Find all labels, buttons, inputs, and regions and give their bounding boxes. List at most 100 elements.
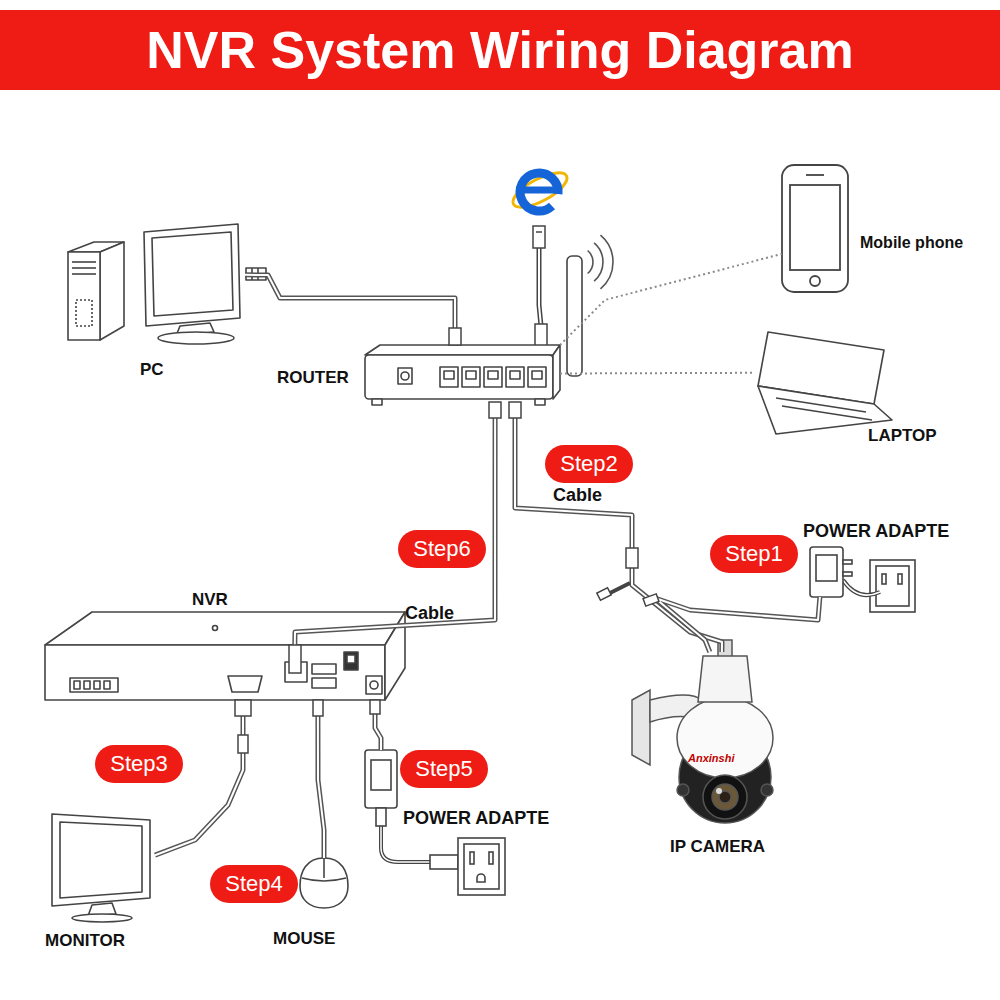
- power-adapter-illustration: [464, 844, 499, 889]
- power-adapter-illustration: [876, 566, 909, 606]
- step-badge: Step6: [398, 530, 486, 568]
- device-label: POWER ADAPTE: [803, 521, 949, 542]
- nvr-illustration: [312, 678, 336, 688]
- phone-illustration: [782, 165, 848, 292]
- wireless-link: [560, 372, 755, 374]
- internet-cable: [539, 248, 541, 326]
- device-node: PC: [62, 222, 245, 342]
- router-illustration: [372, 399, 382, 405]
- wireless-waves: [588, 235, 613, 289]
- power-adapter-illustration: [381, 826, 430, 862]
- brand-label: Anxinshi: [688, 752, 734, 764]
- router-illustration: [365, 355, 553, 399]
- step-badge: Step3: [95, 745, 183, 783]
- router-illustration: [567, 256, 582, 376]
- router-illustration: [444, 371, 454, 379]
- camera-illustration: [698, 656, 752, 702]
- nvr-illustration: [104, 681, 110, 689]
- nvr-illustration: [74, 681, 80, 689]
- laptop-illustration: [776, 398, 866, 412]
- device-node: NVR: [45, 645, 405, 700]
- monitor-illustration: [60, 822, 142, 898]
- device-node: Mobile phone: [782, 165, 848, 292]
- pc-illustration: [68, 252, 100, 340]
- device-node: ROUTER: [365, 345, 560, 402]
- phone-illustration: [782, 165, 848, 292]
- internet-icon: [520, 173, 558, 211]
- router-illustration: [488, 371, 498, 379]
- power-adapter-illustration: [882, 574, 886, 584]
- device-label: PC: [140, 360, 164, 380]
- cable-connector: [655, 597, 820, 652]
- device-label: MOUSE: [273, 929, 335, 949]
- pc-illustration: [72, 261, 96, 263]
- nvr-illustration: [45, 612, 405, 700]
- cable-plug: [608, 583, 630, 594]
- cable-plug: [626, 548, 638, 568]
- device-label: NVR: [192, 590, 228, 610]
- power-adapter-illustration: [898, 574, 902, 584]
- cable-plug: [235, 328, 659, 753]
- camera-illustration: [677, 784, 689, 796]
- cable-plug: [449, 328, 461, 345]
- camera-illustration: [677, 698, 773, 778]
- pc-illustration: [76, 300, 92, 326]
- device-label: Mobile phone: [860, 234, 963, 252]
- cable-connector: [295, 402, 495, 645]
- power-adapter-illustration: [810, 547, 843, 597]
- laptop-illustration: [782, 406, 872, 420]
- camera-illustration: [703, 775, 747, 819]
- internet-cable: [533, 226, 547, 346]
- wireless-link: [560, 372, 755, 375]
- camera-illustration: [632, 690, 650, 765]
- cable-connector: [515, 402, 722, 652]
- cable-connector: [318, 700, 324, 858]
- router-illustration: [440, 367, 458, 387]
- pc-illustration: [72, 273, 96, 275]
- cable-connector: [655, 597, 820, 652]
- device-label: ROUTER: [277, 368, 349, 388]
- wireless-waves: [588, 251, 593, 274]
- nvr-illustration: [344, 652, 358, 670]
- cable-plug: [509, 402, 521, 418]
- power-adapter-illustration: [381, 826, 430, 862]
- device-label: IP CAMERA: [670, 837, 765, 857]
- cable-connector: [245, 275, 455, 345]
- monitor-illustration: [52, 814, 150, 922]
- step-badge: Step5: [400, 750, 488, 788]
- step-label: Step5: [415, 756, 473, 782]
- power-adapter-illustration: [843, 580, 880, 595]
- router-illustration: [398, 368, 412, 384]
- device-node: LAPTOP: [755, 330, 890, 432]
- device-label: LAPTOP: [868, 426, 937, 446]
- wireless-waves: [594, 243, 603, 281]
- step-label: Step6: [413, 536, 471, 562]
- nvr-illustration: [228, 676, 262, 692]
- title-banner: NVR System Wiring Diagram: [0, 10, 1000, 90]
- camera-illustration: [632, 640, 773, 823]
- power-adapter-illustration: [470, 852, 474, 864]
- router-illustration: [506, 367, 524, 387]
- internet-cable: [536, 231, 542, 233]
- internet-icon: [508, 166, 571, 214]
- power-adapter-illustration: [843, 560, 852, 564]
- power-adapter-illustration: [365, 750, 397, 808]
- power-adapter-illustration: [458, 838, 505, 895]
- cable-plug: [289, 645, 301, 673]
- nvr-illustration: [84, 681, 90, 689]
- power-adapter-illustration: [810, 547, 915, 612]
- pc-illustration: [72, 267, 96, 269]
- nvr-illustration: [370, 681, 378, 689]
- wireless-waves: [601, 235, 613, 289]
- router-illustration: [365, 256, 582, 405]
- cable-plug: [370, 700, 380, 714]
- device-node: POWER ADAPTE: [365, 750, 397, 808]
- cable-connector: [515, 402, 722, 652]
- wireless-link: [560, 254, 782, 345]
- phone-illustration: [790, 185, 840, 270]
- power-adapter-illustration: [489, 852, 493, 864]
- cable-label: Cable: [553, 485, 602, 506]
